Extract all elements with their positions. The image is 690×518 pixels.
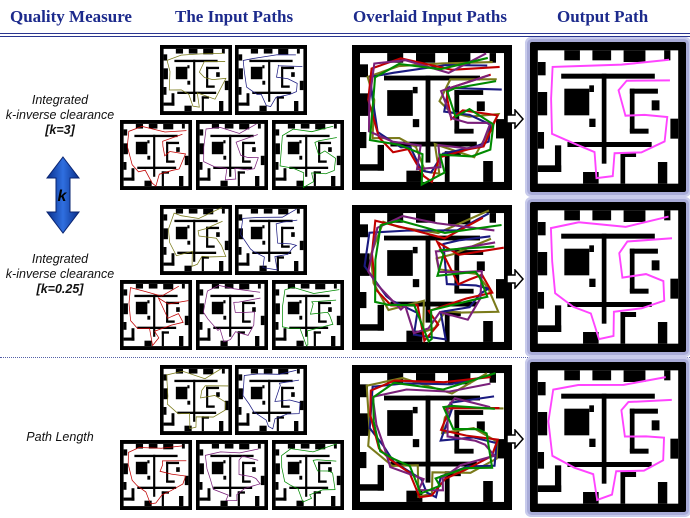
path-line [166, 52, 227, 108]
input-path-map [120, 120, 192, 190]
row-label-line2: k-inverse clearance [5, 267, 115, 281]
path-line [281, 443, 337, 503]
row-label-line2: k-inverse clearance [5, 108, 115, 122]
path-line [547, 376, 672, 502]
path-line [372, 372, 496, 495]
row-label-k025: Integrated k-inverse clearance [k=0.25] [0, 252, 120, 297]
path-line [204, 448, 261, 501]
input-path-map [160, 365, 232, 435]
input-path-map [272, 280, 344, 350]
path-line [370, 216, 504, 344]
row-label-line1: Integrated [31, 252, 89, 266]
row-label-line2: Path Length [26, 430, 94, 444]
row-label-param: [k=3] [45, 123, 75, 137]
maze-map [120, 280, 192, 350]
k-double-arrow-icon: k [46, 156, 80, 234]
path-line [240, 208, 298, 271]
row-label-k3: Integrated k-inverse clearance [k=3] [0, 93, 120, 138]
overlaid-paths-map [352, 205, 512, 350]
path-line [363, 212, 492, 341]
right-arrow-icon [506, 269, 524, 289]
header-output-path: Output Path [557, 7, 649, 26]
row-label-path-length: Path Length [0, 430, 120, 445]
header-input-paths: The Input Paths [175, 7, 294, 26]
path-line [242, 54, 303, 107]
header-rule-top [0, 33, 690, 34]
input-path-map [120, 440, 192, 510]
input-path-map [272, 440, 344, 510]
right-arrow-icon [506, 109, 524, 129]
input-path-map [196, 120, 268, 190]
path-line [202, 284, 261, 343]
path-line [279, 125, 337, 189]
path-line [128, 285, 189, 347]
maze-map [272, 120, 344, 190]
path-line [127, 445, 187, 505]
path-line [203, 123, 259, 181]
maze-map [196, 440, 268, 510]
output-path-map [530, 202, 686, 352]
output-path-map [530, 362, 686, 512]
path-line [242, 369, 301, 430]
maze-map [160, 45, 232, 115]
input-path-map [235, 45, 307, 115]
path-line [126, 126, 187, 187]
path-line [168, 207, 227, 267]
path-line [166, 368, 229, 430]
path-line [374, 219, 502, 344]
right-arrow-icon [506, 429, 524, 449]
header-overlaid-paths: Overlaid Input Paths [353, 7, 507, 26]
path-line [368, 374, 498, 499]
overlaid-paths-map [352, 365, 512, 510]
k-label: k [58, 188, 68, 205]
row-separator [0, 357, 690, 358]
input-path-map [235, 205, 307, 275]
path-line [367, 52, 492, 171]
input-path-map [160, 205, 232, 275]
input-path-map [235, 365, 307, 435]
input-path-map [160, 45, 232, 115]
input-path-map [196, 440, 268, 510]
header-quality-measure: Quality Measure [10, 7, 132, 26]
path-line [282, 287, 340, 347]
maze-map [235, 205, 307, 275]
header-rule-bottom [0, 36, 690, 37]
row-label-line1: Integrated [31, 93, 89, 107]
input-path-map [120, 280, 192, 350]
row-label-param: [k=0.25] [36, 282, 84, 296]
path-line [368, 56, 497, 187]
output-path-map [530, 42, 686, 192]
input-path-map [196, 280, 268, 350]
maze-map [196, 280, 268, 350]
path-line [550, 58, 670, 180]
path-line [549, 215, 673, 341]
overlaid-paths-map [352, 45, 512, 190]
path-line [369, 376, 500, 499]
input-path-map [272, 120, 344, 190]
